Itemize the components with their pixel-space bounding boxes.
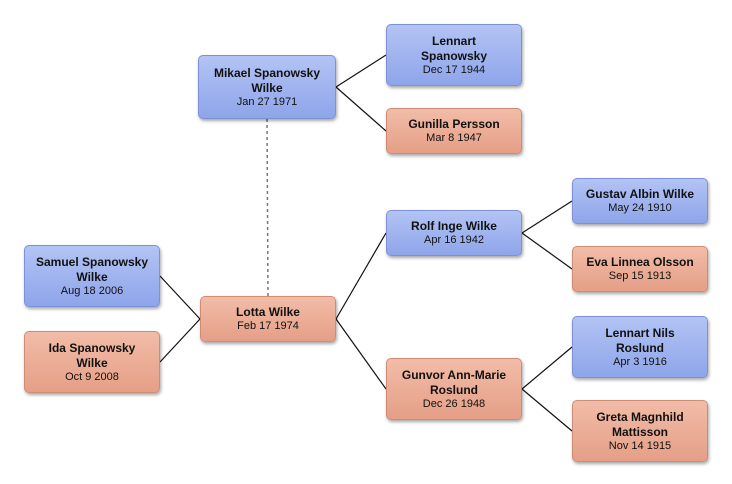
person-name: Samuel Spanowsky Wilke	[35, 254, 149, 284]
parent-line	[335, 86, 387, 132]
parent-line	[159, 275, 201, 320]
person-name: Greta Magnhild Mattisson	[596, 409, 684, 439]
person-birthdate: Mar 8 1947	[426, 132, 482, 144]
person-birthdate: Apr 3 1916	[613, 355, 667, 368]
parent-line	[335, 54, 387, 88]
person-birthdate: Jan 27 1971	[236, 95, 298, 108]
person-card-ida[interactable]: Ida Spanowsky Wilke Oct 9 2008	[24, 331, 160, 393]
person-birthdate: Oct 9 2008	[65, 370, 119, 383]
person-birthdate: Apr 16 1942	[424, 234, 484, 246]
person-birthdate: May 24 1910	[608, 202, 672, 214]
person-name: Mikael Spanowsky Wilke	[213, 65, 321, 95]
person-name: Lotta Wilke	[236, 305, 300, 319]
partner-line	[266, 118, 269, 297]
person-card-rolf[interactable]: Rolf Inge Wilke Apr 16 1942	[386, 210, 522, 256]
person-birthdate: Dec 17 1944	[422, 63, 486, 76]
person-card-lennart-nils[interactable]: Lennart Nils Roslund Apr 3 1916	[572, 316, 708, 378]
person-card-gustav[interactable]: Gustav Albin Wilke May 24 1910	[572, 178, 708, 224]
person-card-samuel[interactable]: Samuel Spanowsky Wilke Aug 18 2006	[24, 245, 160, 307]
parent-line	[521, 388, 573, 432]
person-birthdate: Dec 26 1948	[422, 397, 486, 410]
person-birthdate: Aug 18 2006	[60, 284, 124, 297]
person-name: Gunvor Ann-Marie Roslund	[401, 367, 507, 397]
person-birthdate: Feb 17 1974	[237, 320, 299, 332]
person-name: Gunilla Persson	[408, 117, 500, 131]
person-card-eva[interactable]: Eva Linnea Olsson Sep 15 1913	[572, 246, 708, 292]
person-card-lotta[interactable]: Lotta Wilke Feb 17 1974	[200, 296, 336, 342]
parent-line	[521, 232, 573, 270]
person-name: Gustav Albin Wilke	[585, 187, 695, 201]
person-name: Eva Linnea Olsson	[586, 255, 694, 269]
person-name: Ida Spanowsky Wilke	[48, 340, 136, 370]
person-card-gunvor[interactable]: Gunvor Ann-Marie Roslund Dec 26 1948	[386, 358, 522, 420]
person-card-lennart[interactable]: Lennart Spanowsky Dec 17 1944	[386, 24, 522, 86]
person-card-gunilla[interactable]: Gunilla Persson Mar 8 1947	[386, 108, 522, 154]
person-name: Lennart Nils Roslund	[605, 325, 675, 355]
parent-line	[521, 200, 573, 234]
person-card-greta[interactable]: Greta Magnhild Mattisson Nov 14 1915	[572, 400, 708, 462]
person-card-mikael[interactable]: Mikael Spanowsky Wilke Jan 27 1971	[198, 55, 336, 119]
parent-line	[335, 318, 387, 390]
parent-line	[335, 232, 387, 320]
person-birthdate: Sep 15 1913	[608, 270, 672, 282]
person-name: Lennart Spanowsky	[420, 33, 488, 63]
parent-line	[159, 318, 201, 363]
parent-line	[521, 346, 573, 390]
person-name: Rolf Inge Wilke	[411, 219, 497, 233]
person-birthdate: Nov 14 1915	[608, 439, 672, 452]
